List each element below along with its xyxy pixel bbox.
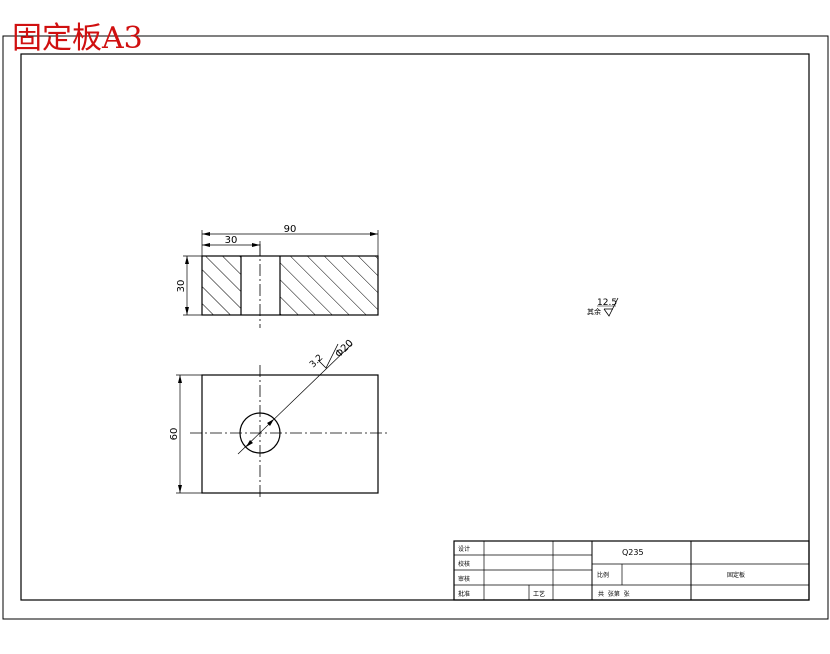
dim-label-30: 30 xyxy=(225,235,238,246)
dim-label-height-30: 30 xyxy=(176,280,187,293)
hole-roughness-value: 3.2 xyxy=(308,353,325,370)
front-hatch-left xyxy=(202,256,241,315)
tb-ratio-label: 比例 xyxy=(597,571,609,579)
tb-part-name: 固定板 xyxy=(727,571,745,579)
arrow-90-left xyxy=(202,232,210,236)
roughness-other-label: 其余 xyxy=(587,307,601,316)
top-view: Φ20 3.2 60 xyxy=(169,338,390,500)
top-outline xyxy=(201,374,379,494)
dim-label-60: 60 xyxy=(169,428,180,441)
dim-label-diameter: Φ20 xyxy=(333,338,355,360)
document-title: 固定板A3 xyxy=(12,21,143,56)
tb-process-label: 工艺 xyxy=(533,590,545,598)
diameter-arrow-a xyxy=(246,440,253,447)
roughness-symbol xyxy=(603,297,619,317)
arrow-height-bottom xyxy=(185,307,189,315)
arrow-60-top xyxy=(178,375,182,383)
arrow-30-left xyxy=(202,243,210,247)
tb-sheet-info: 共 张第 张 xyxy=(598,590,630,598)
front-outline xyxy=(201,255,379,316)
tb-designer-label: 设计 xyxy=(458,545,470,553)
tb-checker-label: 校核 xyxy=(458,560,470,568)
arrow-60-bottom xyxy=(178,485,182,493)
arrow-90-right xyxy=(370,232,378,236)
front-view: 90 30 30 xyxy=(176,224,379,328)
title-block: 设计 校核 审核 批准 工艺 Q235 比例 固定板 共 张第 张 xyxy=(453,540,810,601)
roughness-other-value: 12.5 xyxy=(597,298,617,308)
diameter-arrow-b xyxy=(267,419,274,426)
tb-reviewer-label: 审核 xyxy=(458,575,470,583)
inner-frame xyxy=(20,53,810,601)
hole-roughness-symbol xyxy=(317,343,339,369)
general-roughness-note: 其余 12.5 xyxy=(587,297,619,317)
dim-label-90: 90 xyxy=(284,224,297,235)
front-hatch-right xyxy=(280,256,378,315)
arrow-height-top xyxy=(185,256,189,264)
diameter-leader xyxy=(237,343,353,455)
tb-approver-label: 批准 xyxy=(458,590,470,598)
arrow-30-right xyxy=(252,243,260,247)
title-block-frame xyxy=(453,540,810,601)
tb-material: Q235 xyxy=(622,548,644,557)
outer-border xyxy=(2,35,829,620)
